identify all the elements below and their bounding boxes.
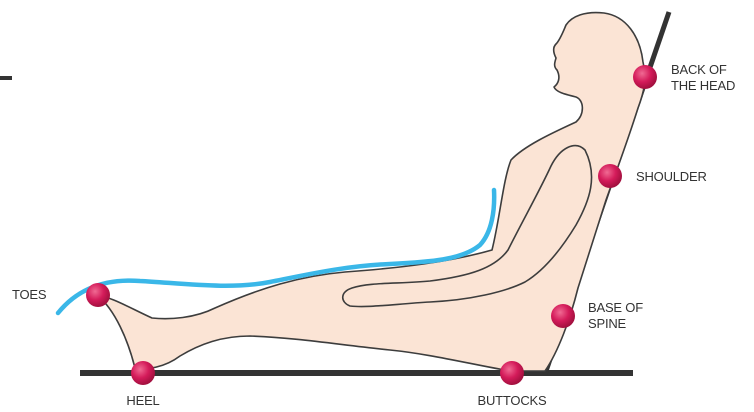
pressure-point-base-of-spine [551,304,575,328]
label-heel: HEEL [126,393,159,408]
label-buttocks: BUTTOCKS [478,393,547,408]
edge-marker [0,76,12,80]
pressure-point-shoulder [598,164,622,188]
label-base-of-spine-line2: SPINE [588,316,627,331]
label-base-of-spine-line1: BASE OF [588,300,643,315]
pressure-point-buttocks [500,361,524,385]
pressure-point-toes [86,283,110,307]
floor-line [80,370,633,376]
label-back-of-head-line2: THE HEAD [671,78,735,93]
label-back-of-head-line1: BACK OF [671,62,727,77]
label-toes: TOES [12,287,47,302]
label-shoulder: SHOULDER [636,169,707,184]
pressure-point-heel [131,361,155,385]
pressure-point-back-of-head [633,65,657,89]
